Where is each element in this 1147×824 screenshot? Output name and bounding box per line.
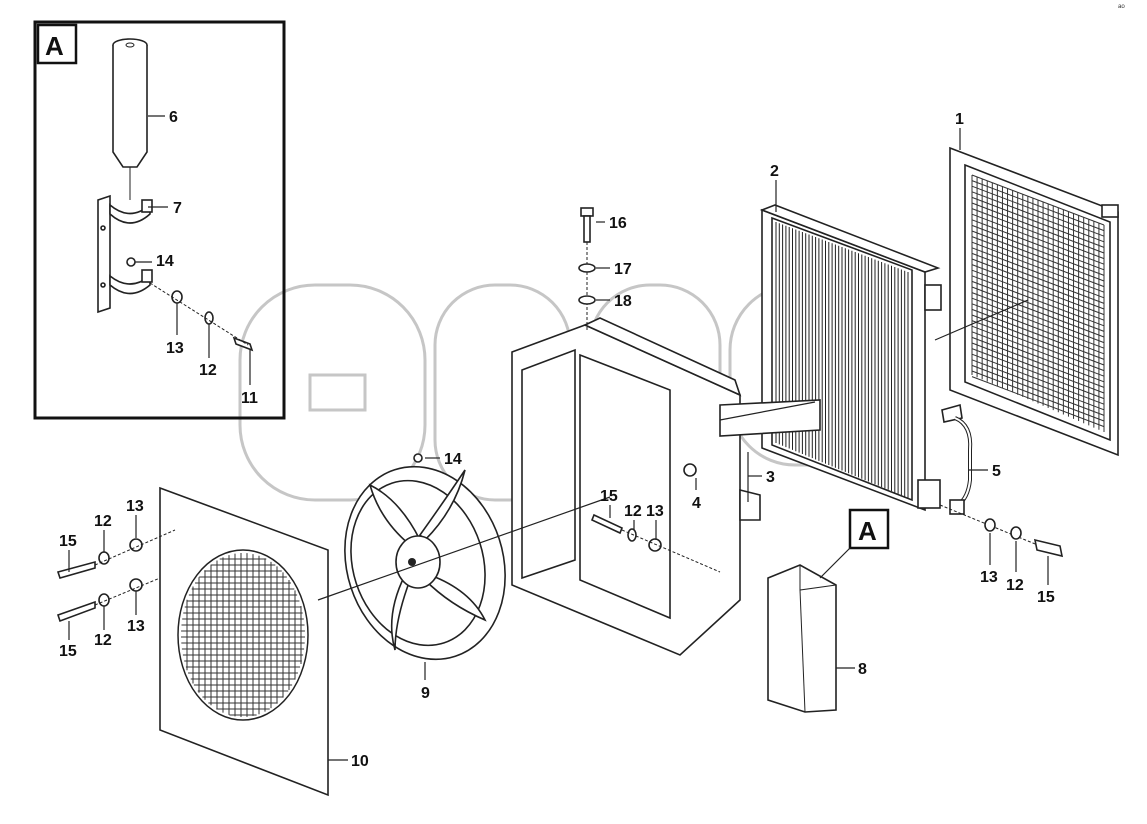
label-part-15-right: 15 (1037, 589, 1055, 606)
label-part-12-right: 12 (1006, 577, 1024, 594)
top-hardware (578, 207, 596, 330)
label-part-13-inset: 13 (166, 340, 184, 357)
label-part-18: 18 (614, 293, 632, 310)
label-part-10: 10 (351, 753, 369, 770)
label-part-16: 16 (609, 215, 627, 232)
label-part-13-right: 13 (980, 569, 998, 586)
nut-14 (126, 257, 136, 267)
pipe-guard (767, 564, 837, 713)
grille-panel (949, 146, 1119, 457)
label-part-8: 8 (858, 661, 867, 678)
leader-lines (68, 115, 1049, 761)
callout-a: A (819, 508, 890, 579)
label-part-9: 9 (421, 685, 430, 702)
condenser-fins (775, 222, 909, 498)
grommet-4 (683, 463, 697, 477)
label-part-3: 3 (766, 469, 775, 486)
bolt-11 (232, 336, 254, 352)
middle-hardware (590, 513, 721, 573)
front-mesh-panel (159, 486, 329, 797)
label-part-15-left-top: 15 (59, 533, 77, 550)
label-part-13-left-top: 13 (126, 498, 144, 515)
label-part-13-mid: 13 (646, 503, 664, 520)
label-part-12-mid: 12 (624, 503, 642, 520)
label-part-12-inset: 12 (199, 362, 217, 379)
label-part-15-mid: 15 (600, 488, 618, 505)
corner-marks: ᵃᵒ (1118, 2, 1125, 12)
label-part-5: 5 (992, 463, 1001, 480)
right-hardware (939, 504, 1064, 558)
grille-mesh (971, 174, 1105, 432)
label-part-14-inset: 14 (156, 253, 174, 270)
label-part-12-left-bottom: 12 (94, 632, 112, 649)
detail-a-inset: A (33, 20, 286, 420)
label-part-6: 6 (169, 109, 178, 126)
label-part-15-left-bottom: 15 (59, 643, 77, 660)
hose (941, 403, 973, 515)
electric-fan (344, 453, 506, 661)
label-part-13-left-bottom: 13 (127, 618, 145, 635)
detail-a-label: A (45, 31, 64, 61)
washer-13 (171, 290, 183, 304)
label-part-14-fan: 14 (444, 451, 462, 468)
label-part-11: 11 (241, 390, 258, 407)
nut-14-fan (413, 453, 423, 463)
left-hardware (56, 529, 176, 623)
label-part-4: 4 (692, 495, 701, 512)
drier-bracket (97, 194, 153, 314)
label-part-12-left-top: 12 (94, 513, 112, 530)
label-part-17: 17 (614, 261, 632, 278)
label-part-1: 1 (955, 111, 964, 128)
callout-a-label: A (858, 516, 877, 546)
panel-mesh (181, 553, 305, 717)
receiver-drier (112, 38, 148, 200)
part-labels: 1 2 3 4 5 6 7 8 9 10 11 12 13 14 16 17 1… (59, 109, 1055, 770)
fan-shroud (511, 317, 821, 656)
label-part-7: 7 (173, 200, 182, 217)
label-part-2: 2 (770, 163, 779, 180)
